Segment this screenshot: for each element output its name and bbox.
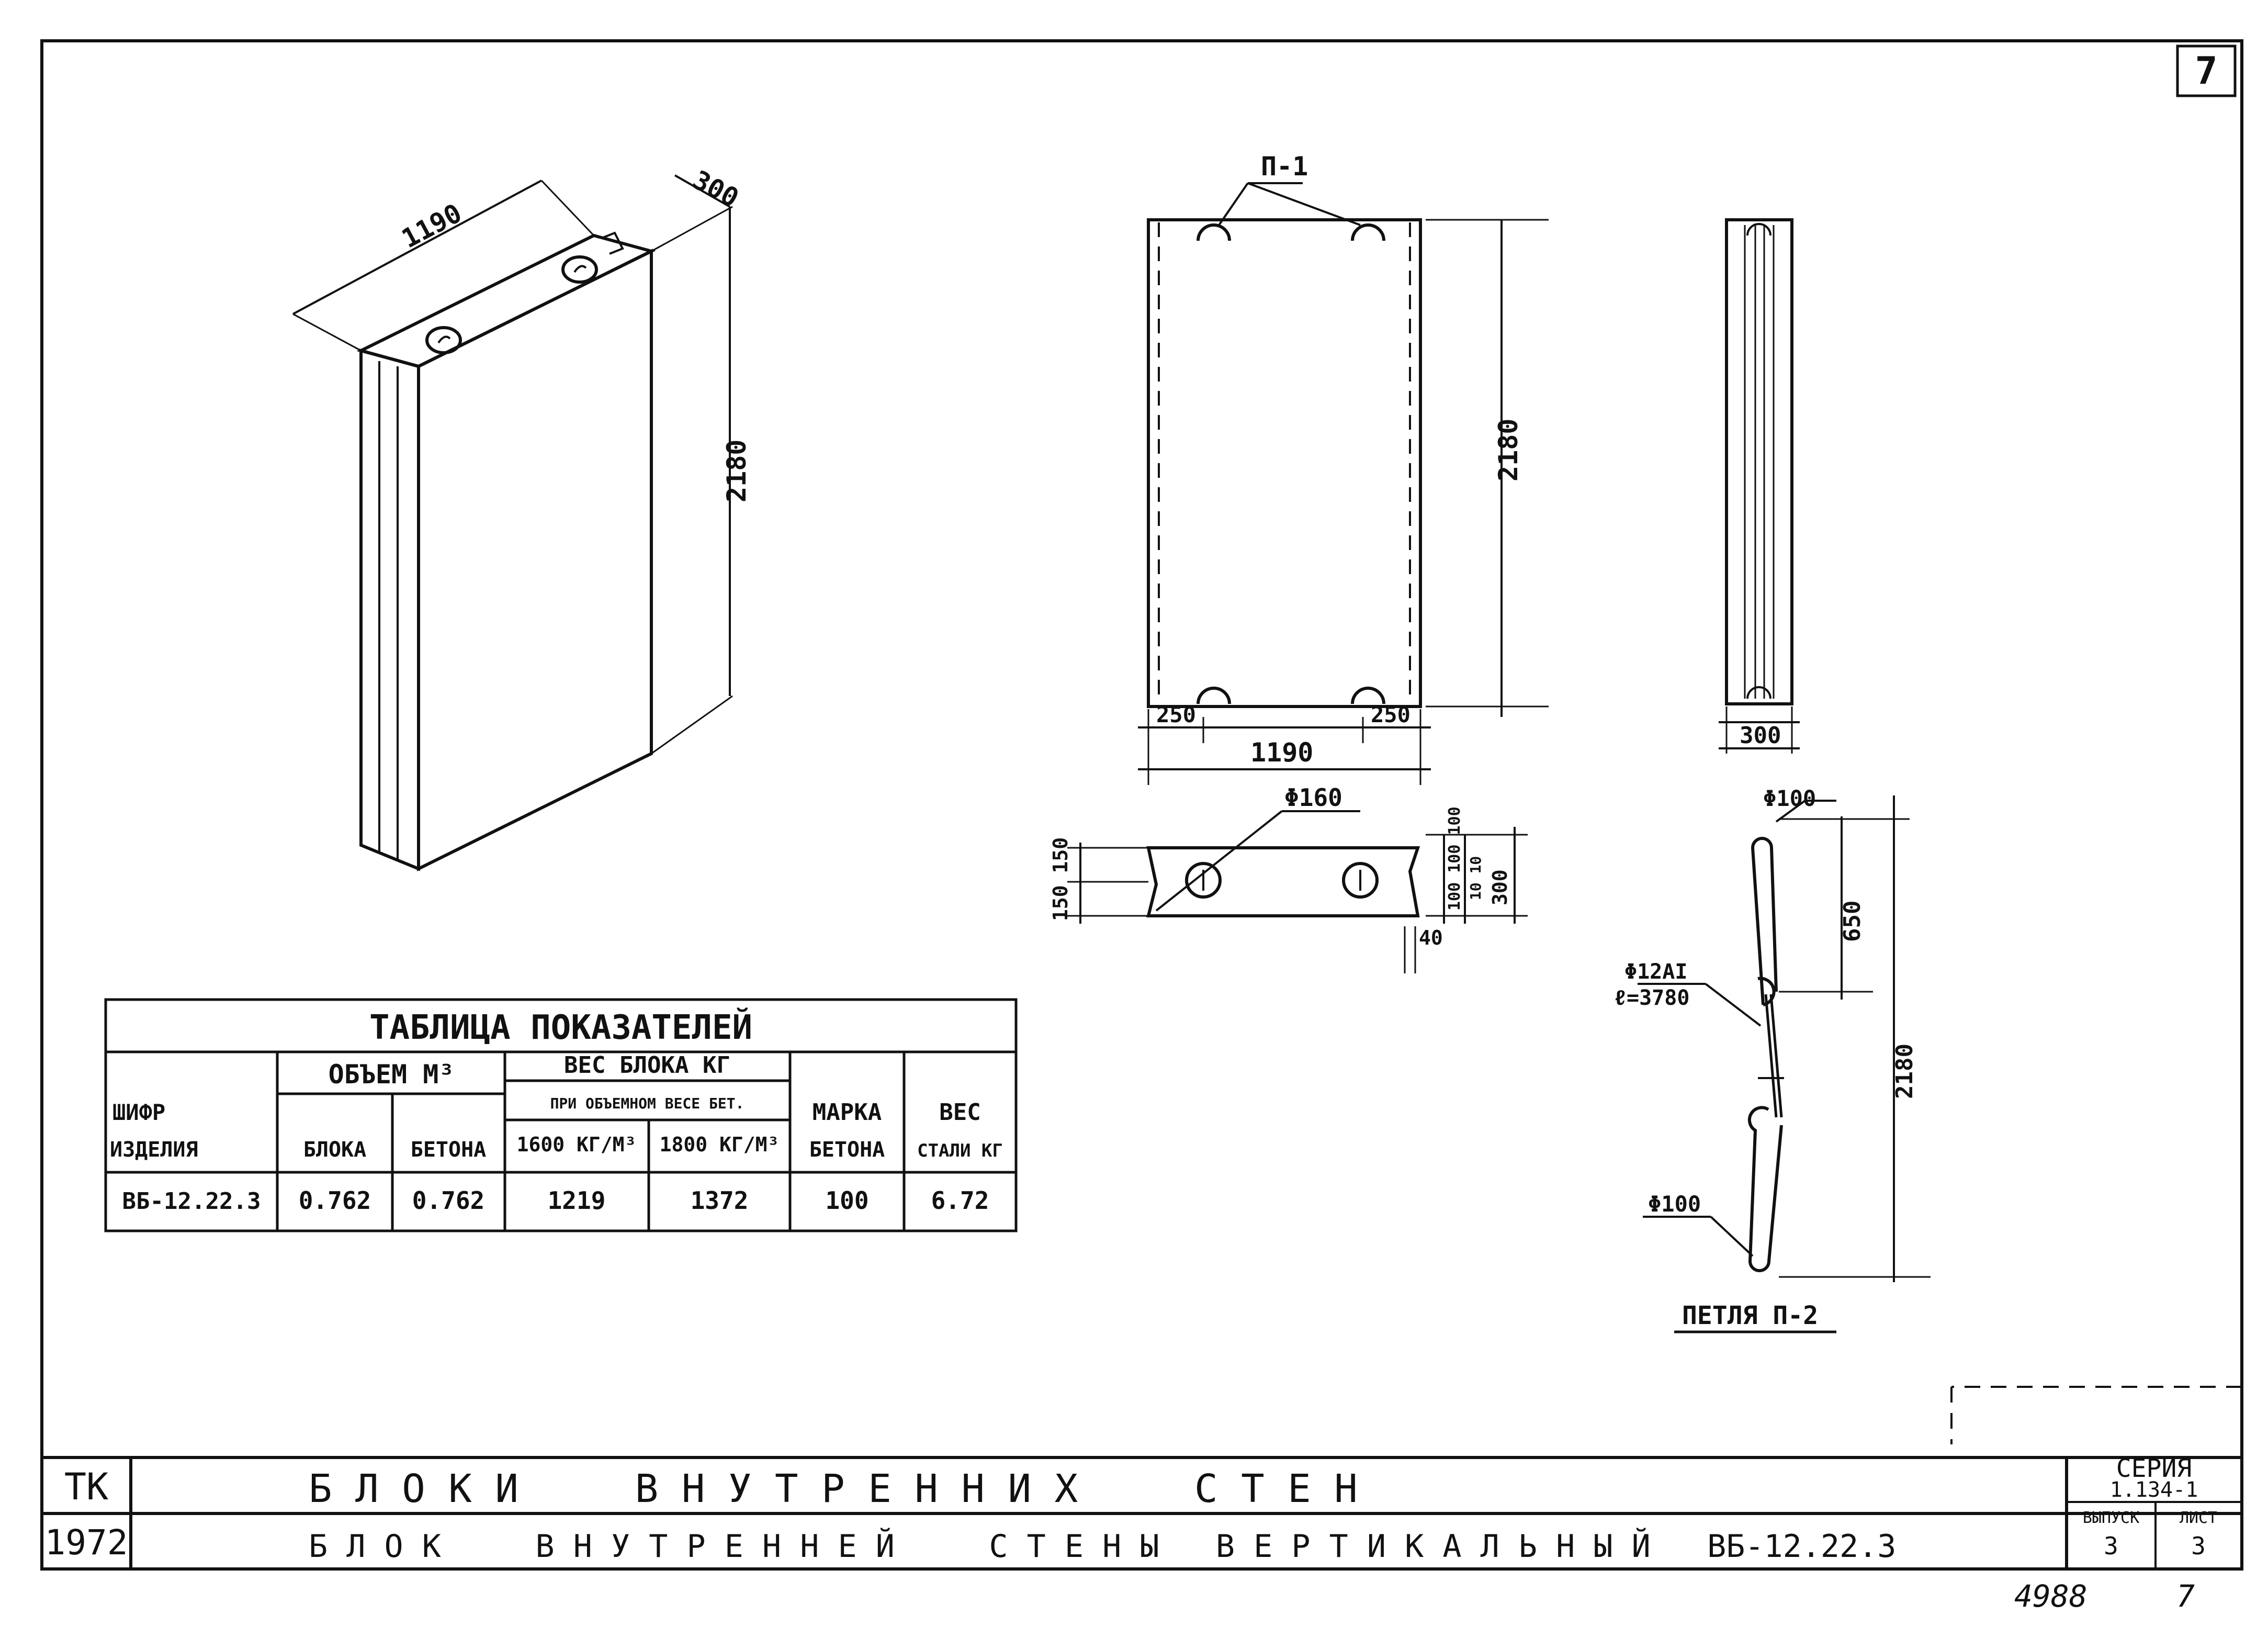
section-dim-right2: 10 10	[1467, 856, 1484, 900]
tb-series-label: СЕРИЯ	[2116, 1454, 2192, 1483]
table-h-volume: ОБЪЕМ М³	[329, 1059, 455, 1090]
tb-org: ТК	[64, 1465, 108, 1508]
sheet-frame	[40, 39, 2243, 1571]
loop-bottom-right	[1351, 687, 1385, 704]
table-h-w1600: 1600 КГ/М³	[517, 1133, 637, 1156]
table-cell-w1800: 1372	[691, 1186, 749, 1215]
tb-issue-label: ВЫПУСК	[2083, 1509, 2139, 1527]
loop-bottom-dia: Φ100	[1648, 1191, 1701, 1217]
iso-dim-thickness: 300	[687, 164, 743, 214]
side-view	[1719, 218, 1800, 754]
section-dim-left: 150 150	[1049, 837, 1072, 921]
block-front-face	[417, 249, 653, 871]
sheet-number: 7	[2195, 49, 2217, 93]
table-text: ТАБЛИЦА ПОКАЗАТЕЛЕЙ ШИФР ИЗДЕЛИЯ ОБЪЕМ М…	[110, 1007, 1003, 1215]
table-h-weight: ВЕС БЛОКА КГ	[564, 1052, 730, 1079]
table-cell-code: ВБ-12.22.3	[122, 1188, 261, 1215]
indicators-table	[104, 998, 1018, 1232]
loop-dim-total: 2180	[1891, 1044, 1918, 1099]
table-h-steel-2: СТАЛИ КГ	[917, 1140, 1003, 1161]
table-h-code-1: ШИФР	[112, 1100, 165, 1125]
loop-top-dia: Φ100	[1763, 786, 1816, 811]
lifting-hole-2	[561, 255, 598, 284]
front-view	[1138, 182, 1549, 785]
loop-top-left	[1197, 223, 1231, 241]
archive-sheet: 7	[2176, 1578, 2195, 1614]
tb-sheet-label: ЛИСТ	[2180, 1509, 2217, 1527]
front-dim-right: 250	[1371, 702, 1411, 727]
table-h-concrete: БЕТОНА	[411, 1138, 487, 1162]
table-h-code-2: ИЗДЕЛИЯ	[110, 1138, 198, 1162]
lifting-hole-1	[425, 326, 462, 354]
table-h-grade-1: МАРКА	[813, 1099, 882, 1126]
block-side-outline	[1725, 218, 1793, 705]
front-dim-width: 1190	[1250, 737, 1313, 768]
table-cell-steel: 6.72	[931, 1186, 989, 1215]
loop-dim-top: 650	[1839, 901, 1866, 942]
loop-caption: ПЕТЛЯ П-2	[1682, 1301, 1818, 1330]
table-title: ТАБЛИЦА ПОКАЗАТЕЛЕЙ	[369, 1007, 752, 1047]
tb-year: 1972	[45, 1522, 128, 1563]
table-h-w1800: 1800 КГ/М³	[660, 1133, 780, 1156]
table-cell-vol-concrete: 0.762	[412, 1186, 484, 1215]
front-dim-height: 2180	[1493, 419, 1524, 481]
section-outline	[1146, 846, 1420, 917]
section-view	[1067, 810, 1528, 973]
title-block	[40, 1456, 2243, 1571]
loop-top-right	[1351, 223, 1385, 241]
block-front-outline	[1147, 218, 1422, 708]
block-side-face	[359, 349, 420, 871]
loop-length: ℓ=3780	[1614, 986, 1689, 1010]
loop-bottom-left	[1197, 687, 1231, 704]
section-hole-dia: Φ160	[1284, 783, 1342, 812]
tb-line2: Б Л О К В Н У Т Р Е Н Н Е Й С Т Е Н Ы В …	[309, 1527, 1896, 1565]
sheet-number-box: 7	[2176, 44, 2237, 97]
table-h-steel-1: ВЕС	[939, 1099, 980, 1126]
tb-line1: Б Л О К И В Н У Т Р Е Н Н И Х С Т Е Н	[309, 1466, 1358, 1511]
tb-issue: 3	[2104, 1532, 2118, 1560]
archive-number: 4988	[2014, 1578, 2088, 1614]
iso-dim-length: 1190	[397, 198, 467, 254]
iso-dim-height: 2180	[721, 440, 752, 502]
section-dim-total: 300	[1488, 869, 1511, 905]
tb-sheet: 3	[2191, 1532, 2206, 1560]
section-hole-right	[1342, 862, 1379, 899]
front-dim-left: 250	[1156, 702, 1196, 727]
table-cell-vol-block: 0.762	[299, 1186, 371, 1215]
side-dim-thickness: 300	[1740, 722, 1781, 749]
loop-bar: Φ12AI	[1624, 960, 1687, 984]
table-h-block: БЛОКА	[303, 1138, 366, 1162]
tb-series: 1.134-1	[2110, 1478, 2198, 1502]
title-block-text: ТК 1972 Б Л О К И В Н У Т Р Е Н Н И Х С …	[45, 1454, 2218, 1565]
loop-lower-hook	[1747, 1106, 1783, 1272]
loop-p2-drawing	[1638, 795, 1931, 1333]
loop-p1-label: П-1	[1261, 151, 1308, 182]
table-h-weight-sub: ПРИ ОБЪЕМНОМ ВЕСЕ БЕТ.	[550, 1095, 744, 1112]
loop-upper-hook	[1751, 837, 1778, 1006]
table-h-grade-2: БЕТОНА	[809, 1138, 885, 1162]
section-dim-right: 100 100 100	[1446, 806, 1464, 911]
isometric-view	[292, 174, 733, 871]
section-dim-groove: 40	[1419, 926, 1443, 949]
section-hole-left	[1185, 862, 1222, 899]
table-cell-grade: 100	[825, 1186, 868, 1215]
table-cell-w1600: 1219	[548, 1186, 606, 1215]
